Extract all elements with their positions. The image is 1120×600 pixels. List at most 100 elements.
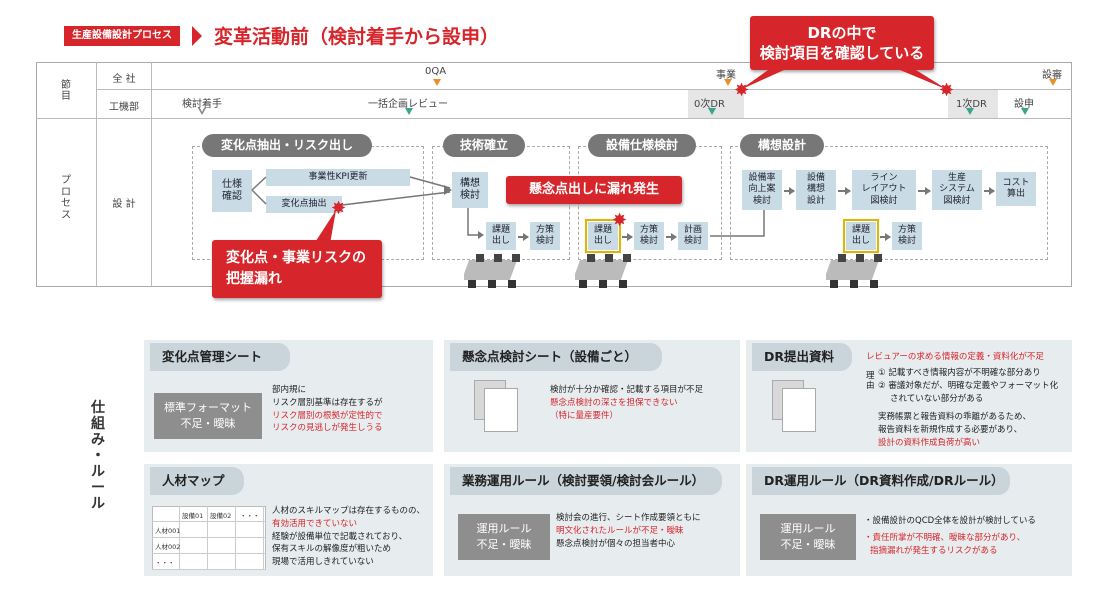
branch-arrows	[251, 176, 267, 205]
box-line: ライン レイアウト 図検討	[852, 170, 916, 210]
dr-shade-0	[688, 90, 744, 118]
marker-icon	[405, 108, 413, 115]
marker-icon	[724, 79, 732, 86]
burst-icon: ✸	[939, 80, 955, 101]
row-divider	[96, 89, 1072, 90]
arrow	[918, 187, 931, 194]
phase-label-2: 技術確立	[443, 134, 525, 157]
milestone-setshin: 設申	[1014, 99, 1034, 110]
panel-title: 人材マップ	[150, 467, 244, 495]
header-arrow-icon	[192, 26, 202, 46]
box-shiyo: 仕様 確認	[212, 170, 252, 212]
arrow	[518, 233, 529, 240]
skill-col: 設備02	[210, 512, 232, 520]
skill-row: 人材002	[155, 543, 181, 551]
row-label-sekkei: 設 計	[112, 199, 136, 210]
panel-head: レビュアーの求める情報の定義・資料化が不足	[866, 352, 1044, 362]
side-label: 仕 組 み ・ ル ー ル	[91, 400, 105, 512]
panel-text: 検討が十分か確認・記載する項目が不足懸念点検討の深さを担保できない（特に量産要件…	[550, 385, 704, 421]
col-divider	[96, 62, 97, 287]
flow-down-kadai	[467, 208, 484, 239]
box-kpi: 事業性KPI更新	[266, 169, 410, 186]
box-kadai-3: 課題 出し	[843, 219, 879, 253]
table-frame	[36, 62, 1072, 287]
box-henka: 変化点抽出	[266, 196, 342, 213]
panel-title: 業務運用ルール（検討要領/検討会ルール）	[450, 467, 722, 495]
box-koso: 構想 検討	[452, 172, 488, 208]
panel-title: 懸念点検討シート（設備ごと）	[450, 343, 662, 371]
callout-kenen: 懸念点出しに漏れ発生	[506, 176, 682, 204]
arrow	[880, 233, 891, 240]
left-label-bottom: プ ロ セ ス	[61, 175, 71, 221]
skill-col: 設備01	[182, 512, 204, 520]
marker-icon	[433, 79, 441, 86]
row-label-zensha: 全 社	[112, 74, 136, 85]
milestone-kento: 検討着手	[182, 99, 222, 110]
flow-to-koso	[341, 176, 452, 206]
status-box: 運用ルール 不足・曖昧	[458, 514, 550, 560]
arrow	[666, 233, 677, 240]
milestone-1dr: 1次DR	[956, 99, 988, 110]
phase4-area	[730, 146, 1048, 260]
meeting-icon	[826, 254, 882, 288]
milestone-review: 一括企画レビュー	[368, 99, 448, 110]
box-seisan: 生産 システム 図検討	[932, 170, 982, 210]
arrow	[984, 187, 995, 194]
skill-row: 人材001	[155, 527, 181, 535]
left-label-top: 節 目	[61, 80, 71, 102]
box-cost: コスト 算出	[996, 172, 1036, 206]
panel-text: 実務帳票と報告資料の乖離があるため、報告資料を新規作成する必要があり、設計の資料…	[878, 412, 1032, 448]
phase-label-1: 変化点抽出・リスク出し	[202, 134, 372, 157]
burst-icon: ✸	[612, 210, 628, 231]
callout-henka-pointer	[314, 210, 336, 244]
box-kadai-1: 課題 出し	[486, 222, 516, 250]
box-keikaku: 計画 検討	[678, 222, 708, 250]
skill-table-lines	[152, 506, 266, 570]
panel-text: 人材のスキルマップは存在するものの、有効活用できていない 経験が設備単位で記載さ…	[272, 506, 426, 567]
panel-title: 変化点管理シート	[150, 343, 290, 371]
milestone-0dr: 0次DR	[694, 99, 726, 110]
milestone-shinsa: 設審	[1042, 70, 1062, 81]
panel-text: 検討会の進行、シート作成要領ともに明文化されたルールが不足・曖昧懸念点検討が個々…	[556, 513, 701, 549]
panel-text: 部内規にリスク層別基準は存在するが リスク層別の根拠が定性的でリスクの見逃しが発…	[272, 385, 383, 434]
document-icon	[484, 388, 518, 432]
document-icon	[782, 388, 816, 432]
box-hosaku-3: 方策 検討	[892, 222, 922, 250]
phase-label-4: 構想設計	[740, 134, 824, 157]
arrow	[838, 187, 851, 194]
meeting-icon	[464, 254, 520, 288]
arrow	[784, 187, 795, 194]
col-divider	[151, 62, 152, 287]
panel-title: DR提出資料	[752, 343, 852, 371]
panel-text: ・設備設計のQCD全体を設計が検討している・責任所掌が不明確、曖昧な部分があり、…	[864, 516, 1036, 556]
box-hosaku-1: 方策 検討	[530, 222, 560, 250]
callout-dr: DRの中で 検討項目を確認している	[750, 16, 934, 70]
arrow	[622, 233, 633, 240]
phase-label-3: 設備仕様検討	[588, 134, 696, 157]
header-tag: 生産設備設計プロセス	[64, 26, 180, 46]
reason-label: 理 由	[866, 371, 875, 392]
status-box: 運用ルール 不足・曖昧	[760, 514, 856, 560]
box-setsubi-koso: 設備 構想 設計	[796, 170, 836, 210]
panel-title: DR運用ルール（DR資料作成/DRルール）	[752, 467, 1010, 495]
milestone-oqa: 0QA	[425, 66, 447, 77]
meeting-icon	[575, 254, 631, 288]
callout-dr-pointers	[740, 70, 948, 90]
marker-icon	[1021, 108, 1029, 115]
box-setsubi-ritsu: 設備率 向上案 検討	[742, 170, 782, 210]
callout-henka: 変化点・事業リスクの 把握漏れ	[212, 240, 382, 298]
burst-icon: ✸	[734, 80, 750, 101]
marker-icon	[1049, 79, 1057, 86]
skill-row: ・・・	[155, 559, 175, 567]
row-label-koki: 工機部	[109, 102, 139, 113]
marker-icon	[708, 108, 716, 115]
page-title: 変革活動前（検討着手から設申）	[214, 26, 500, 48]
skill-col: ・・・	[240, 512, 260, 520]
marker-icon	[966, 108, 974, 115]
box-hosaku-2: 方策 検討	[634, 222, 664, 250]
milestone-jigyo: 事業	[716, 70, 736, 81]
box-kadai-2: 課題 出し	[585, 219, 621, 253]
status-box: 標準フォーマット 不足・曖昧	[154, 393, 262, 439]
row-divider	[36, 118, 1072, 119]
